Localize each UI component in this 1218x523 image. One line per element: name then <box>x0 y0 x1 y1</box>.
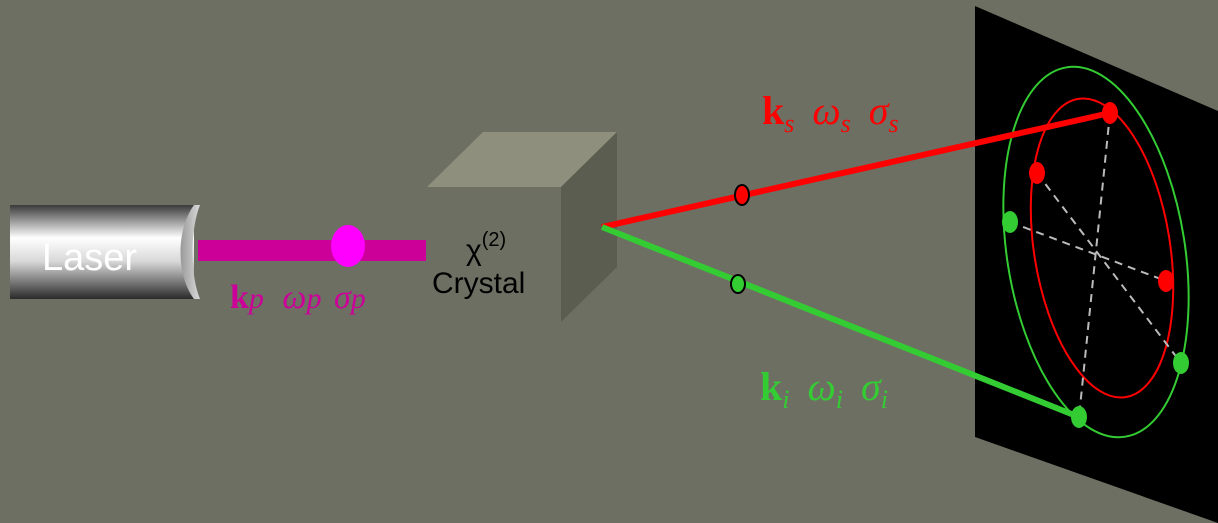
pump-beam <box>198 225 426 267</box>
laser-body <box>10 205 194 299</box>
crystal-label: Crystal <box>432 267 525 300</box>
pump-omega-sub: p <box>304 282 321 315</box>
correlation-lines <box>1009 112 1182 418</box>
signal-beam-line <box>601 110 1111 230</box>
signal-k-sub: s <box>784 109 794 138</box>
signal-beam <box>601 110 1111 230</box>
crystal-chi-symbol: χ <box>466 234 482 267</box>
laser: Laser <box>10 205 200 299</box>
detection-screen <box>975 6 1218 523</box>
signal-k: k <box>762 88 785 133</box>
correlation-line-1 <box>1078 112 1111 418</box>
ring-photon-spots <box>1002 102 1189 428</box>
laser-label: Laser <box>42 237 137 279</box>
idler-omega: ω <box>807 364 835 409</box>
signal-sigma-sub: s <box>888 109 898 138</box>
correlation-line-2 <box>1036 172 1182 364</box>
idler-k-sub: i <box>782 385 789 414</box>
idler-beam <box>600 224 1081 420</box>
idler-photon-marker <box>730 274 746 294</box>
pump-beam-line <box>198 240 426 261</box>
idler-ring <box>1002 65 1190 439</box>
crystal-top-face <box>427 132 617 187</box>
signal-spot-left <box>1029 162 1045 184</box>
idler-label: ki ωi σi <box>760 364 888 417</box>
pump-k: k <box>230 279 249 316</box>
cone-rings <box>1002 65 1190 439</box>
pump-label: kp ωp σp <box>230 279 366 316</box>
idler-sigma-sub: i <box>881 385 888 414</box>
crystal-front-face <box>427 187 561 322</box>
crystal-order: (2) <box>482 229 506 251</box>
signal-ring <box>1029 97 1175 399</box>
signal-sigma: σ <box>869 88 890 133</box>
idler-spot-left <box>1002 211 1018 233</box>
idler-spot-right <box>1173 352 1189 374</box>
crystal-side-face <box>561 132 617 322</box>
signal-spot-top <box>1102 102 1118 124</box>
idler-beam-line <box>600 224 1081 420</box>
signal-label: ks ωs σs <box>762 88 899 141</box>
pump-photon-dot <box>331 225 365 267</box>
crystal-chi: χ(2) <box>466 229 506 267</box>
pump-k-sub: p <box>247 282 264 315</box>
pump-sigma: σ <box>334 279 352 316</box>
crystal: χ(2) Crystal <box>427 132 617 322</box>
signal-omega-sub: s <box>841 109 851 138</box>
idler-sigma: σ <box>861 364 882 409</box>
pump-omega: ω <box>282 279 306 316</box>
signal-omega: ω <box>812 88 840 133</box>
idler-k: k <box>760 364 783 409</box>
idler-spot-bottom <box>1071 406 1087 428</box>
signal-spot-right <box>1158 270 1174 292</box>
signal-photon-marker <box>734 184 750 206</box>
idler-omega-sub: i <box>836 385 843 414</box>
laser-aperture <box>180 205 200 299</box>
pump-sigma-sub: p <box>349 282 366 315</box>
